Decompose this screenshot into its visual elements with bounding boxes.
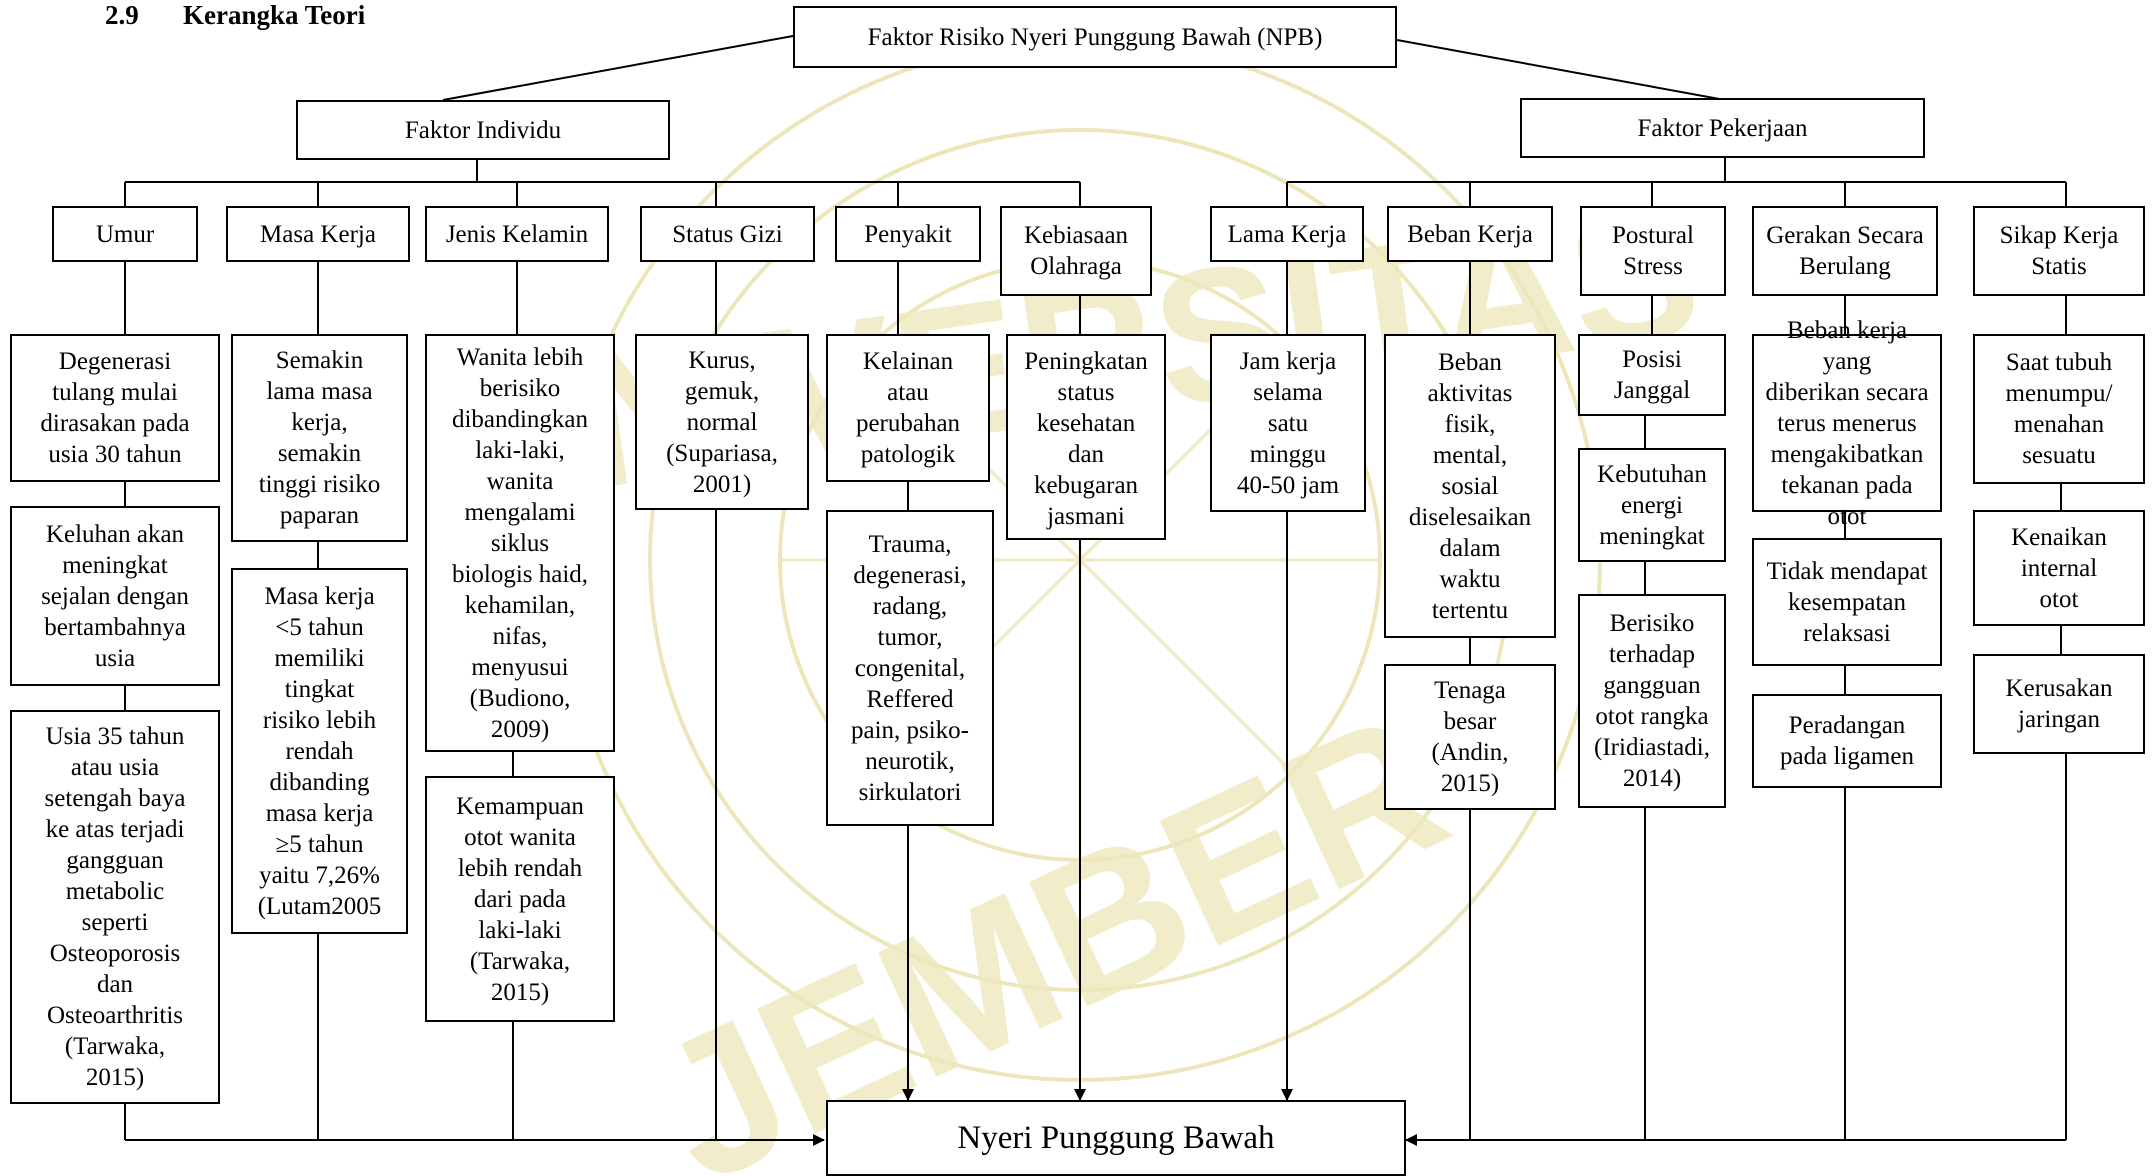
factor-lama-kerja: Lama Kerja [1210, 206, 1364, 262]
detail-penyakit-1: Kelainan atau perubahan patologik [826, 334, 990, 482]
detail-sikap-1: Saat tubuh menumpu/ menahan sesuatu [1973, 334, 2145, 484]
detail-gerakan-2: Tidak mendapat kesempatan relaksasi [1752, 538, 1942, 666]
detail-sikap-3: Kerusakan jaringan [1973, 654, 2145, 754]
factor-sikap-kerja-statis: Sikap Kerja Statis [1973, 206, 2145, 296]
detail-olahraga-1: Peningkatan status kesehatan dan kebugar… [1006, 334, 1166, 540]
detail-postural-3: Berisiko terhadap gangguan otot rangka (… [1578, 594, 1726, 808]
section-number: 2.9 [105, 0, 139, 30]
factor-gerakan-berulang: Gerakan Secara Berulang [1752, 206, 1938, 296]
factor-beban-kerja: Beban Kerja [1387, 206, 1553, 262]
root-node: Faktor Risiko Nyeri Punggung Bawah (NPB) [793, 6, 1397, 68]
detail-jenis-kelamin-2: Kemampuan otot wanita lebih rendah dari … [425, 776, 615, 1022]
detail-jenis-kelamin-1: Wanita lebih berisiko dibandingkan laki-… [425, 334, 615, 752]
detail-masa-kerja-2: Masa kerja <5 tahun memiliki tingkat ris… [231, 568, 408, 934]
factor-postural-stress: Postural Stress [1580, 206, 1726, 296]
detail-beban-kerja-2: Tenaga besar (Andin, 2015) [1384, 664, 1556, 810]
detail-penyakit-2: Trauma, degenerasi, radang, tumor, conge… [826, 510, 994, 826]
factor-masa-kerja: Masa Kerja [226, 206, 410, 262]
factor-status-gizi: Status Gizi [640, 206, 815, 262]
detail-gerakan-1: Beban kerja yang diberikan secara terus … [1752, 317, 1942, 530]
detail-lama-kerja-1: Jam kerja selama satu minggu 40-50 jam [1210, 334, 1366, 512]
detail-umur-1: Degenerasi tulang mulai dirasakan pada u… [10, 334, 220, 482]
group-faktor-pekerjaan: Faktor Pekerjaan [1520, 98, 1925, 158]
detail-sikap-2: Kenaikan internal otot [1973, 510, 2145, 626]
detail-status-gizi-1: Kurus, gemuk, normal (Supariasa, 2001) [635, 334, 809, 510]
detail-masa-kerja-1: Semakin lama masa kerja, semakin tinggi … [231, 334, 408, 542]
detail-postural-1: Posisi Janggal [1578, 334, 1726, 416]
group-faktor-individu: Faktor Individu [296, 100, 670, 160]
detail-umur-3: Usia 35 tahun atau usia setengah baya ke… [10, 710, 220, 1104]
detail-umur-2: Keluhan akan meningkat sejalan dengan be… [10, 506, 220, 686]
detail-beban-kerja-1: Beban aktivitas fisik, mental, sosial di… [1384, 334, 1556, 638]
outcome-nyeri-punggung-bawah: Nyeri Punggung Bawah [826, 1100, 1406, 1176]
detail-postural-2: Kebutuhan energi meningkat [1578, 448, 1726, 562]
detail-gerakan-3: Peradangan pada ligamen [1752, 694, 1942, 788]
factor-umur: Umur [52, 206, 198, 262]
section-title: Kerangka Teori [183, 0, 366, 30]
section-heading: 2.9 Kerangka Teori [105, 0, 365, 31]
factor-jenis-kelamin: Jenis Kelamin [425, 206, 609, 262]
factor-penyakit: Penyakit [835, 206, 981, 262]
factor-kebiasaan-olahraga: Kebiasaan Olahraga [1000, 206, 1152, 296]
